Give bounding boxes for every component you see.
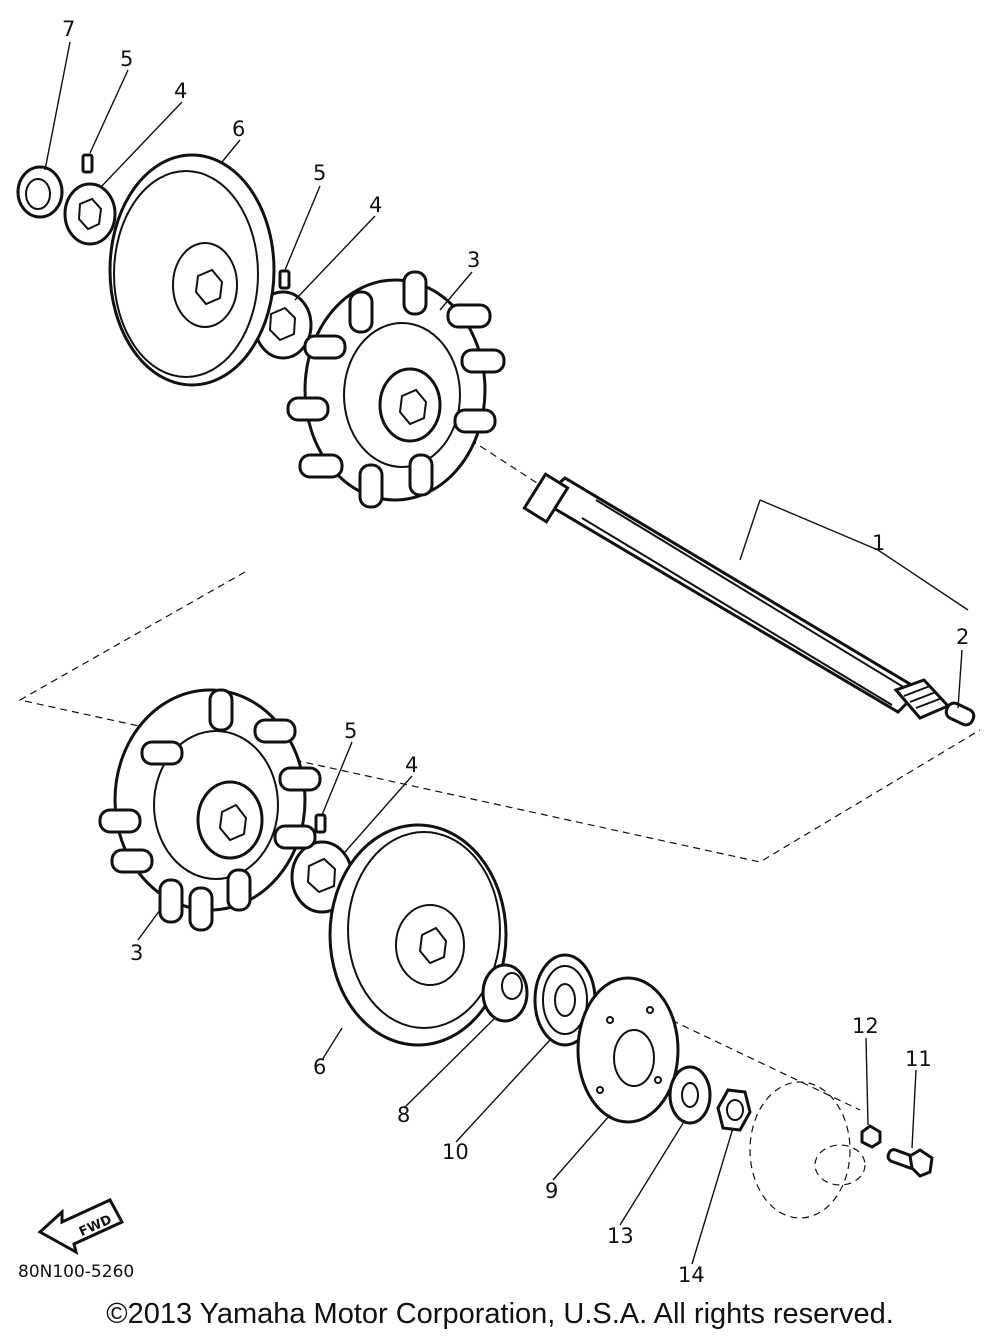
callout-7: 7: [62, 17, 75, 41]
callout-6-upper: 6: [232, 117, 245, 141]
set-screw-part-5-b: [278, 269, 291, 290]
callout-2: 2: [956, 625, 969, 649]
callout-9: 9: [545, 1179, 558, 1203]
callout-14: 14: [678, 1263, 705, 1287]
callout-4-lower: 4: [405, 753, 418, 777]
callout-12: 12: [852, 1014, 879, 1038]
copyright-notice: ©2013 Yamaha Motor Corporation, U.S.A. A…: [106, 1298, 894, 1330]
washer-part-13: [668, 1065, 712, 1125]
sprocket-part-3-upper: [286, 270, 506, 509]
hub-reference-dashed: [749, 1081, 866, 1219]
nut-part-12: [860, 1124, 882, 1149]
callout-10: 10: [442, 1140, 469, 1164]
callout-5-lower: 5: [344, 719, 357, 743]
flange-plate-part-9: [576, 976, 680, 1124]
sprocket-part-3-lower: [98, 688, 322, 932]
callout-1: 1: [872, 531, 885, 555]
callout-3-lower: 3: [130, 941, 143, 965]
forward-arrow-icon: FWD: [37, 1198, 125, 1255]
bolt-part-11: [886, 1148, 934, 1178]
callout-5-upper-left: 5: [120, 47, 133, 71]
set-screw-part-5-a: [81, 153, 94, 174]
callout-4-upper-left: 4: [174, 79, 187, 103]
assembly-boundary-dashed: [18, 571, 981, 863]
collar-part-8: [481, 963, 529, 1023]
wheel-part-6-upper: [108, 153, 276, 387]
callout-4-upper-mid: 4: [369, 193, 382, 217]
callout-5-upper-mid: 5: [313, 161, 326, 185]
wheel-part-6-lower: [328, 823, 508, 1047]
axis-line-upper: [439, 419, 541, 486]
axis-line-lower: [649, 1009, 861, 1111]
callout-13: 13: [607, 1224, 634, 1248]
pin-part-2: [944, 701, 976, 727]
callout-6-lower: 6: [313, 1055, 326, 1079]
seal-part-7: [16, 165, 64, 219]
callout-labels: 7 5 4 6 5 4 3 1 2 5 4 3 6 8 10 9 13 14 1…: [62, 17, 969, 1287]
bearing-part-10: [533, 953, 597, 1047]
nut-part-14: [716, 1088, 752, 1132]
diagram-code: 80N100-5260: [18, 1262, 135, 1282]
callout-8: 8: [397, 1103, 410, 1127]
bushing-part-4-a: [63, 182, 117, 246]
set-screw-part-5-c: [314, 813, 327, 834]
leader-lines: [44, 41, 969, 1265]
callout-11: 11: [905, 1047, 932, 1071]
callout-3-upper: 3: [467, 248, 480, 272]
exploded-parts-diagram: 7 5 4 6 5 4 3 1 2 5 4 3 6 8 10 9 13 14 1…: [16, 17, 981, 1287]
shaft-part-1: [522, 472, 951, 720]
